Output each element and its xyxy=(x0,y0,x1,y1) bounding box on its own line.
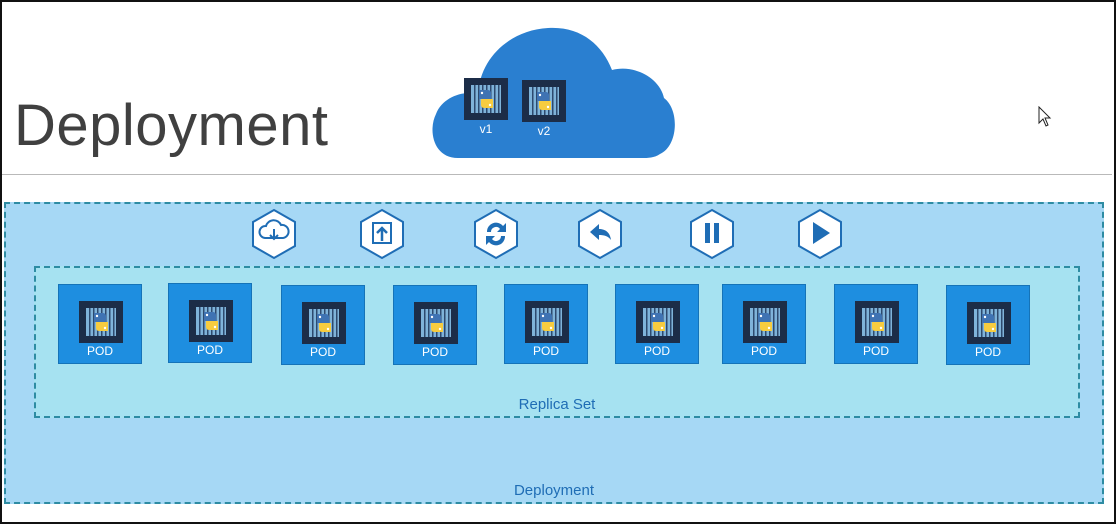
mouse-cursor-icon xyxy=(1038,106,1052,127)
python-container-icon xyxy=(79,301,123,343)
pod-7: POD xyxy=(722,284,806,364)
version-v1: v1 xyxy=(464,78,508,136)
pod-label: POD xyxy=(309,345,336,359)
python-container-icon xyxy=(522,80,566,122)
replica-set-label: Replica Set xyxy=(518,396,596,413)
pod-5: POD xyxy=(504,284,588,364)
pod-label: POD xyxy=(643,344,670,358)
upload-icon xyxy=(358,208,406,260)
version-v2: v2 xyxy=(522,80,566,138)
pod-6: POD xyxy=(615,284,699,364)
pod-1: POD xyxy=(58,284,142,364)
deployment-label: Deployment xyxy=(513,482,595,499)
cloud-icon: v1 v2 xyxy=(428,18,678,160)
pod-label: POD xyxy=(86,344,113,358)
python-container-icon xyxy=(855,301,899,343)
version-label: v2 xyxy=(537,124,551,138)
pod-label: POD xyxy=(196,343,223,357)
python-container-icon xyxy=(414,302,458,344)
pod-label: POD xyxy=(421,345,448,359)
title-divider xyxy=(2,174,1112,175)
page-title: Deployment xyxy=(14,93,329,158)
python-container-icon xyxy=(636,301,680,343)
pause-icon xyxy=(688,208,736,260)
pod-9: POD xyxy=(946,285,1030,365)
undo-icon xyxy=(576,208,624,260)
version-label: v1 xyxy=(479,122,493,136)
pod-label: POD xyxy=(532,344,559,358)
python-container-icon xyxy=(464,78,508,120)
pod-label: POD xyxy=(750,344,777,358)
pod-label: POD xyxy=(862,344,889,358)
python-container-icon xyxy=(743,301,787,343)
python-container-icon xyxy=(967,302,1011,344)
python-container-icon xyxy=(189,300,233,342)
python-container-icon xyxy=(525,301,569,343)
play-icon xyxy=(796,208,844,260)
pod-3: POD xyxy=(281,285,365,365)
pod-label: POD xyxy=(974,345,1001,359)
pod-8: POD xyxy=(834,284,918,364)
python-container-icon xyxy=(302,302,346,344)
download-cloud-icon xyxy=(250,208,298,260)
pod-2: POD xyxy=(168,283,252,363)
pod-4: POD xyxy=(393,285,477,365)
refresh-icon xyxy=(472,208,520,260)
